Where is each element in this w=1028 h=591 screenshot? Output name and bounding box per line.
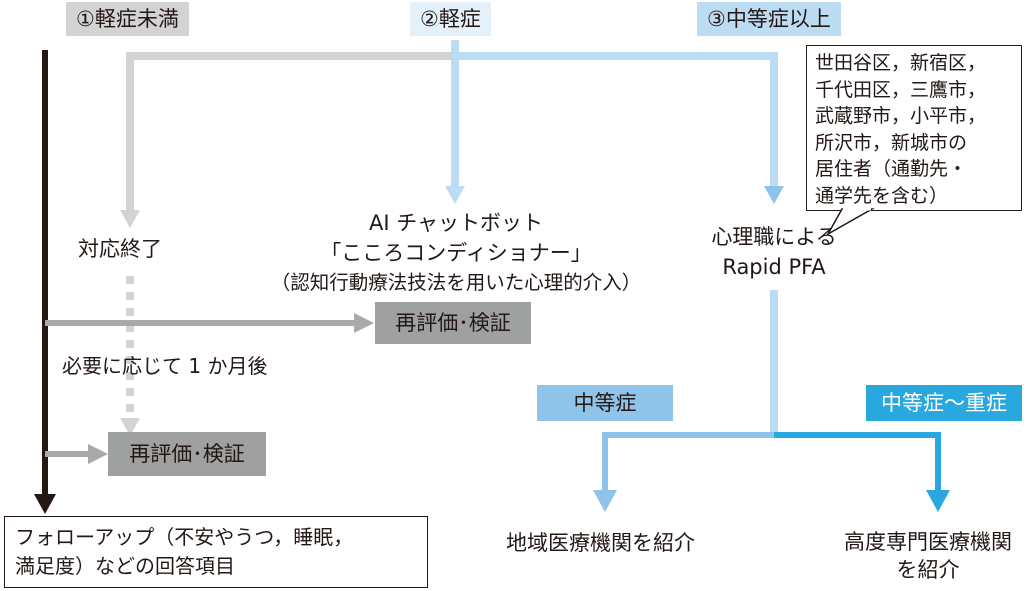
followup-line1: フォローアップ（不安やうつ，睡眠， [15, 525, 354, 549]
reeval-bottom-box: 再評価･検証 [108, 432, 266, 476]
arrow-reeval-top-head [354, 313, 374, 333]
mid-blue-branch-arrowhead [764, 186, 784, 204]
callout-line: 世田谷区，新宿区， [815, 52, 987, 74]
split-left-line [602, 432, 774, 492]
pfa-line2: Rapid PFA [722, 255, 826, 279]
advanced-line2: を紹介 [896, 558, 960, 582]
split-left-arrowhead [593, 490, 617, 512]
reeval-top-box: 再評価･検証 [375, 302, 531, 344]
arrow-reeval-bottom-head [88, 444, 108, 464]
callout-line: 通学先を含む） [815, 184, 949, 207]
callout-line: 武蔵野市，小平市， [815, 105, 987, 127]
moderate-label-box: 中等症 [537, 385, 673, 421]
after-month-label: 必要に応じて 1 か月後 [62, 354, 268, 378]
pfa-node: 心理職による Rapid PFA [682, 222, 866, 282]
callout-line: 所沢市，新城市の [815, 131, 968, 154]
split-right-arrowhead [926, 490, 950, 512]
chatbot-name: 「こころコンディショナー」 [320, 241, 592, 265]
header-moderate-above: ③中等症以上 [697, 2, 841, 36]
pfa-line1: 心理職による [711, 225, 837, 249]
split-right-line [774, 432, 941, 492]
timeline-arrowhead [34, 494, 56, 514]
advanced-line1: 高度専門医療機関 [844, 530, 1012, 554]
dotted-path-arrowhead [120, 418, 140, 436]
chatbot-description: （認知行動療法技法を用いた心理的介入） [270, 271, 642, 294]
chatbot-node: AI チャットボット 「こころコンディショナー」 （認知行動療法技法を用いた心理… [236, 208, 676, 298]
followup-line2: 満足度）などの回答項目 [15, 554, 235, 578]
header-mild-below: ①軽症未満 [66, 2, 189, 36]
callout-line: 居住者（通勤先・ [815, 158, 968, 180]
header-mild: ②軽症 [410, 2, 491, 36]
mid-blue-branch-line [455, 52, 778, 188]
gray-branch-arrowhead [120, 210, 140, 228]
light-blue-branch-arrowhead [445, 186, 465, 204]
local-referral-label: 地域医療機関を紹介 [506, 531, 695, 555]
severe-label-box: 中等症〜重症 [866, 385, 1022, 421]
end-response-label: 対応終了 [78, 237, 162, 261]
followup-box: フォローアップ（不安やうつ，睡眠， 満足度）などの回答項目 [4, 516, 428, 588]
chatbot-title: AI チャットボット [368, 211, 544, 235]
advanced-referral-node: 高度専門医療機関 を紹介 [830, 528, 1026, 584]
residency-callout: 世田谷区，新宿区， 千代田区，三鷹市， 武蔵野市，小平市， 所沢市，新城市の 居… [806, 45, 1022, 211]
gray-branch-line [126, 52, 455, 212]
callout-line: 千代田区，三鷹市， [815, 78, 987, 101]
